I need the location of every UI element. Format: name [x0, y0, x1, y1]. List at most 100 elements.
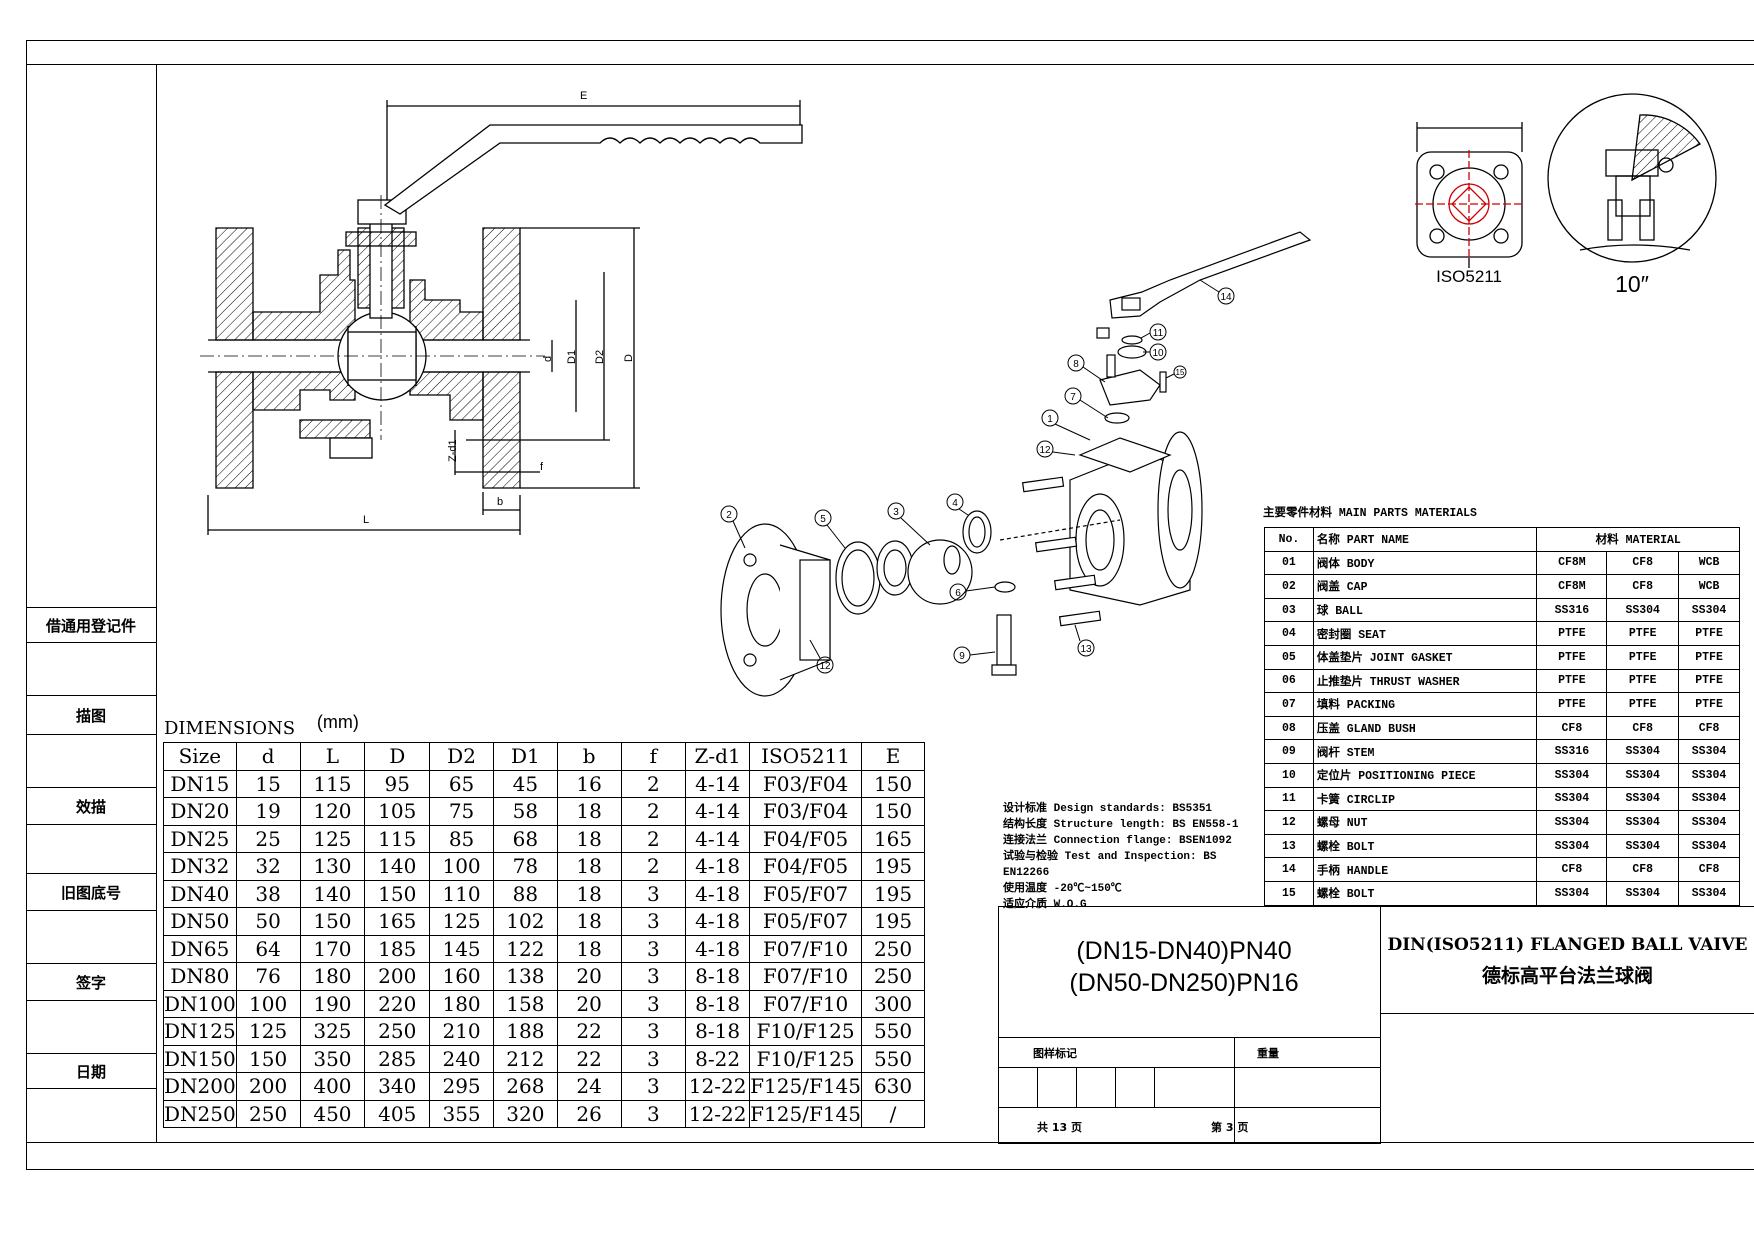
outer-border — [26, 40, 1754, 1170]
dim-col-header: d — [235, 742, 301, 771]
svg-text:14: 14 — [1220, 292, 1232, 303]
standard-design: 设计标准 Design standards: BS5351 — [1003, 803, 1213, 815]
dim-table-cell: 8-18 — [685, 962, 751, 991]
dim-table-cell: 150 — [861, 797, 925, 826]
part-bubble-3: 3 — [887, 502, 931, 546]
materials-table-cell: SS304 — [1536, 833, 1608, 859]
svg-text:15: 15 — [1176, 368, 1185, 377]
dim-table-cell: 4-14 — [685, 797, 751, 826]
dim-label-z-d1: Z-d1 — [447, 439, 459, 462]
dim-table-cell: / — [861, 1099, 925, 1128]
page-number: 第 3 页 — [1211, 1121, 1249, 1134]
materials-table-cell: SS304 — [1678, 880, 1740, 906]
dim-table-cell: 145 — [429, 934, 494, 963]
dim-table-cell: 8-18 — [685, 989, 751, 1018]
dim-table-cell: 18 — [556, 879, 622, 908]
dim-table-cell: 170 — [299, 934, 366, 963]
dim-table-cell: 20 — [556, 989, 622, 1018]
dim-table-cell: DN15 — [163, 769, 237, 798]
materials-table-cell: SS304 — [1536, 786, 1608, 812]
svg-text:3: 3 — [893, 507, 899, 518]
dim-col-header: D2 — [429, 742, 494, 771]
dim-table-cell: 550 — [861, 1044, 925, 1073]
pressure-rating: (DN15-DN40)PN40 (DN50-DN250)PN16 — [999, 935, 1369, 999]
dim-table-cell: DN50 — [163, 907, 237, 936]
part-bubble-5: 5 — [814, 509, 846, 549]
part-bubble-9: 9 — [953, 646, 996, 664]
sidebar-label-date: 日期 — [26, 1054, 156, 1089]
materials-table-cell: 12 — [1264, 810, 1314, 835]
dim-table-cell: DN125 — [163, 1017, 237, 1046]
dim-table-cell: 150 — [299, 907, 366, 936]
dim-label-l: L — [363, 514, 369, 526]
dim-table-cell: 115 — [299, 769, 366, 798]
part-bubble-12a: 12 — [1036, 440, 1076, 458]
dim-table-cell: DN20 — [163, 797, 237, 826]
part-bubble-12b: 12 — [809, 639, 834, 674]
title-block: (DN15-DN40)PN40 (DN50-DN250)PN16 图样标记 重量… — [998, 906, 1381, 1144]
dim-table-cell: 4-18 — [685, 879, 751, 908]
materials-table-cell: SS304 — [1678, 597, 1740, 623]
materials-table-cell: SS304 — [1606, 739, 1680, 764]
materials-table-cell: SS304 — [1678, 762, 1740, 788]
dim-table-cell: DN100 — [163, 989, 237, 1018]
dim-table-cell: F04/F05 — [749, 852, 863, 881]
section-view — [200, 100, 803, 535]
materials-table-cell: 14 — [1264, 857, 1314, 882]
dim-table-cell: 25 — [235, 824, 301, 853]
materials-header-no: No. — [1264, 527, 1314, 552]
materials-table-cell: 手柄 HANDLE — [1312, 857, 1538, 882]
materials-table-cell: SS304 — [1606, 880, 1680, 906]
dim-table-cell: 150 — [235, 1044, 301, 1073]
dim-table-cell: 18 — [556, 907, 622, 936]
dim-table-cell: DN80 — [163, 962, 237, 991]
dim-table-cell: 195 — [861, 879, 925, 908]
dim-table-cell: 3 — [620, 879, 687, 908]
dim-table-cell: F10/F125 — [749, 1044, 863, 1073]
inner-frame-bottom-line — [26, 1142, 1754, 1143]
dim-table-cell: 4-18 — [685, 852, 751, 881]
sidebar-blank-3 — [26, 825, 156, 874]
materials-table-cell: WCB — [1678, 550, 1740, 576]
dim-table-cell: 2 — [620, 824, 687, 853]
materials-table-cell: CF8 — [1606, 715, 1680, 741]
iso5211-label: ISO5211 — [1436, 267, 1502, 286]
dim-table-cell: 355 — [429, 1099, 494, 1128]
dimensions-title: DIMENSIONS — [164, 718, 296, 739]
materials-table-cell: 15 — [1264, 880, 1314, 906]
materials-table-cell: 螺母 NUT — [1312, 810, 1538, 835]
materials-table-cell: SS304 — [1678, 786, 1740, 812]
pressure-rating-line1: (DN15-DN40)PN40 — [1076, 937, 1292, 965]
svg-text:13: 13 — [1080, 644, 1092, 655]
standard-medium: 适应介质 W.O.G — [1003, 899, 1087, 911]
materials-table-cell: 阀盖 CAP — [1312, 574, 1538, 599]
dim-table-cell: 32 — [235, 852, 301, 881]
materials-header-name: 名称 PART NAME — [1312, 527, 1538, 552]
dim-table-cell: F03/F04 — [749, 769, 863, 798]
materials-table-cell: 01 — [1264, 550, 1314, 576]
materials-table-cell: SS304 — [1536, 880, 1608, 906]
dim-table-cell: F07/F10 — [749, 962, 863, 991]
part-bubble-4: 4 — [946, 493, 969, 516]
svg-text:10: 10 — [1152, 348, 1164, 359]
sidebar-blank-2 — [26, 735, 156, 788]
materials-table-cell: PTFE — [1606, 692, 1680, 717]
materials-table-cell: PTFE — [1606, 644, 1680, 670]
materials-table-cell: CF8 — [1678, 857, 1740, 882]
dim-table-cell: 268 — [492, 1072, 558, 1101]
part-bubble-1: 1 — [1041, 409, 1091, 441]
